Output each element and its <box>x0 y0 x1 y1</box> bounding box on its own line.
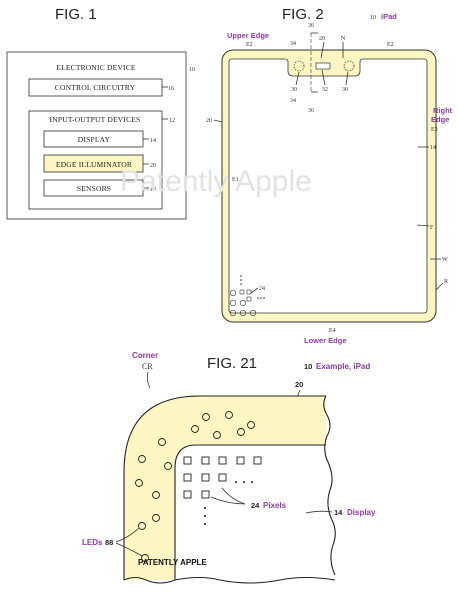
fig2-ref-36-top: 36 <box>308 23 314 29</box>
fig2-leader-R <box>435 282 444 291</box>
fig21-edge-region <box>124 396 326 580</box>
fig21-corner-label: Corner <box>132 351 158 360</box>
fig2-lower-edge-label: Lower Edge <box>304 336 347 345</box>
fig2-display-area <box>228 58 428 314</box>
fig2-ref-32: 32 <box>322 87 328 93</box>
fig2-ref-20-left: 20 <box>206 118 212 124</box>
fig2-ref-24: 24 <box>259 286 265 292</box>
fig2-ref-R: R <box>444 279 448 285</box>
fig1-ref-18: 18 <box>150 187 156 193</box>
fig2-device-ref: 10 <box>370 15 376 21</box>
fig21-display-label: Display <box>347 508 376 517</box>
fig2-leader-20 <box>320 41 325 59</box>
fig2-ref-36-bot: 36 <box>308 108 314 114</box>
fig2-title: FIG. 2 <box>282 6 324 23</box>
fig21-patently-apple-stamp: PATENTLY APPLE <box>138 558 207 567</box>
fig2-ref-30-left: 30 <box>291 87 297 93</box>
fig21-pixels-ref: 24 <box>251 501 260 510</box>
fig1-ref-20: 20 <box>150 163 156 169</box>
fig2-ref-14: 14 <box>430 145 436 151</box>
fig21-leds-leader-2 <box>115 542 143 557</box>
fig21-leds-label: LEDs <box>82 538 103 547</box>
fig2-ref-E2: E2 <box>387 42 394 48</box>
watermark: Patently Apple <box>120 165 312 198</box>
fig21-example-label: Example, iPad <box>316 362 370 371</box>
fig1-electronic-device-box <box>6 51 187 220</box>
fig2-ref-E1: E1 <box>232 177 239 183</box>
fig21-display-ref: 14 <box>334 508 343 517</box>
fig1-ref-12: 12 <box>169 118 175 124</box>
fig2-ref-30-right: 30 <box>342 87 348 93</box>
fig2-ref-W: W <box>442 257 448 263</box>
fig21-display-leader <box>305 510 333 514</box>
fig2-ref-34-top: 34 <box>290 41 296 47</box>
fig1-control-circuitry-box <box>28 78 163 97</box>
fig21-led-array <box>135 411 255 562</box>
fig2-leader-F <box>416 224 430 227</box>
fig21-example-ref: 10 <box>304 362 312 371</box>
fig1-ref-16: 16 <box>168 86 174 92</box>
fig1-io-devices-box <box>28 110 163 210</box>
fig21-break-right <box>323 395 336 576</box>
fig1-control-label: CONTROL CIRCUITRY <box>55 83 136 92</box>
fig2-leader-30-right <box>345 71 349 86</box>
fig2-right-edge-label-2: Edge <box>431 115 449 124</box>
fig1-display-label: DISPLAY <box>78 135 111 144</box>
fig21-title: FIG. 21 <box>207 355 257 372</box>
fig2-device-name: iPad <box>381 12 397 21</box>
fig2-right-edge-label-1: Right <box>433 106 453 115</box>
fig2-leader-32 <box>321 69 326 86</box>
fig2-ref-E4: E4 <box>329 328 336 334</box>
fig21-pixels-leader-2 <box>210 496 246 505</box>
fig21-pixels-leader-1 <box>221 487 246 505</box>
fig1-ref-14: 14 <box>150 138 156 144</box>
fig2-leader-30-left <box>295 71 300 86</box>
fig1-io-label: INPUT-OUTPUT DEVICES <box>50 115 141 124</box>
fig1-edge-illuminator-label: EDGE ILLUMINATOR <box>56 160 132 169</box>
fig2-sensor-right-icon <box>343 60 355 72</box>
fig21-leds-ref: 88 <box>105 538 113 547</box>
fig2-ref-F: F <box>430 225 434 231</box>
fig1-sensors-label: SENSORS <box>77 184 111 193</box>
fig2-ref-34-bot: 34 <box>290 98 296 104</box>
fig2-ref-E3: E3 <box>431 127 438 133</box>
fig1-ref-outer: 10 <box>189 67 195 73</box>
fig21-leds-leader-1 <box>115 527 140 543</box>
fig2-speaker-icon <box>315 62 331 70</box>
fig1-device-label: ELECTRONIC DEVICE <box>56 63 136 72</box>
fig21-pixels-label: Pixels <box>263 501 287 510</box>
fig2-sensor-left-icon <box>293 60 305 72</box>
fig21-corner-leader <box>146 371 151 389</box>
fig1-edge-illuminator-box <box>43 154 144 173</box>
fig21-break-bottom <box>123 576 336 584</box>
fig2-corner-leds <box>229 275 265 317</box>
fig2-leader-20-left <box>213 119 223 123</box>
fig21-corner-ref: CR <box>142 362 153 371</box>
fig2-ref-20-notch: 20 <box>319 36 325 42</box>
fig21-outer-edge <box>123 395 326 580</box>
fig2-ref-N: N <box>341 36 346 42</box>
fig21-ref-20: 20 <box>295 380 303 389</box>
fig2-leader-24 <box>250 287 259 294</box>
fig21-pixel-grid <box>183 456 262 525</box>
fig2-upper-edge-label: Upper Edge <box>227 31 269 40</box>
fig21-display-edge <box>174 444 326 580</box>
fig1-title: FIG. 1 <box>55 6 97 23</box>
fig2-ref-E2-left: E2 <box>246 42 253 48</box>
